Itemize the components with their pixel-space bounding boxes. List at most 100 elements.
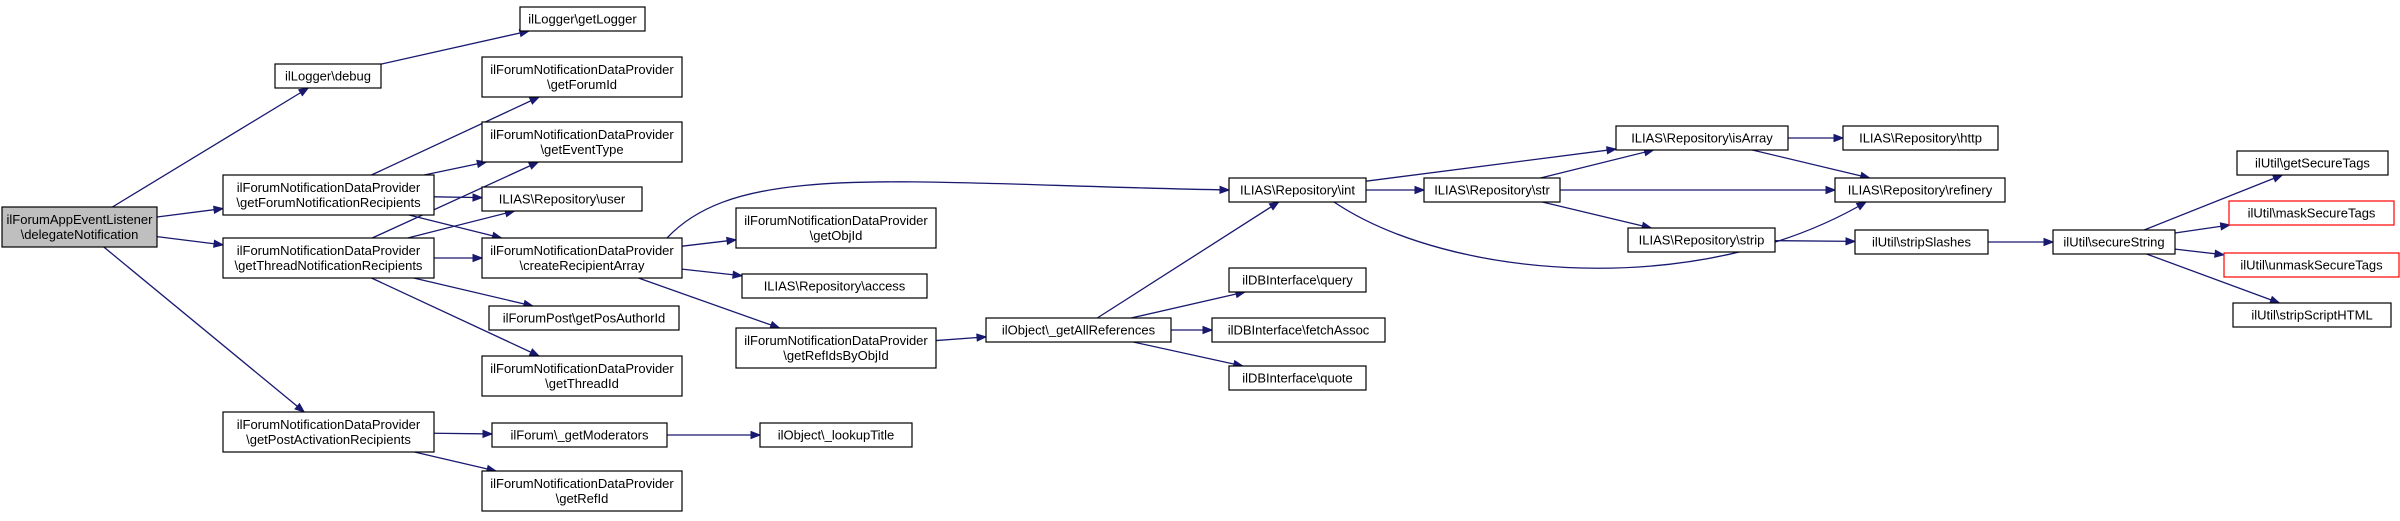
node-label-line: ilForumNotificationDataProvider (490, 476, 674, 491)
node-int[interactable]: ILIAS\Repository\int (1228, 177, 1367, 203)
node-box (481, 186, 643, 212)
edge-getThreadNotifRecip-to-getEventType (371, 161, 540, 239)
node-label-line: ILIAS\Repository\access (764, 279, 906, 294)
arrowhead (1825, 185, 1837, 195)
node-getLogger[interactable]: ilLogger\getLogger (519, 6, 646, 32)
node-getForumId[interactable]: ilForumNotificationDataProvider\getForum… (481, 56, 683, 98)
edge-int-to-isArray (1365, 146, 1618, 182)
node-getRefIdsByObjId[interactable]: ilForumNotificationDataProvider\getRefId… (735, 327, 937, 369)
node-box (2232, 302, 2392, 328)
node-label-line: ilForumNotificationDataProvider (237, 243, 421, 258)
node-root[interactable]: ilForumAppEventListener\delegateNotifica… (1, 206, 158, 248)
node-label-line: ilForumAppEventListener (7, 212, 154, 227)
node-getAllReferences[interactable]: ilObject\_getAllReferences (985, 317, 1172, 343)
node-label-line: ilForumNotificationDataProvider (490, 62, 674, 77)
node-label-line: ilForum\_getModerators (511, 428, 649, 443)
edge-getAllReferences-to-fetchAssoc (1171, 325, 1214, 335)
node-quote[interactable]: ilDBInterface\quote (1228, 365, 1367, 391)
node-box (481, 237, 683, 279)
node-getPostActRecip[interactable]: ilForumNotificationDataProvider\getPostA… (222, 411, 435, 453)
arrowhead (2269, 295, 2281, 304)
arrowhead (472, 253, 484, 263)
node-box (481, 355, 683, 397)
node-refinery[interactable]: ILIAS\Repository\refinery (1834, 177, 2006, 203)
node-box (2223, 252, 2400, 278)
node-stripScriptHTML[interactable]: ilUtil\stripScriptHTML (2232, 302, 2392, 328)
node-box (481, 121, 683, 163)
node-box (519, 6, 646, 32)
node-createRecipArray[interactable]: ilForumNotificationDataProvider\createRe… (481, 237, 683, 279)
node-label-line: ilUtil\unmaskSecureTags (2240, 258, 2383, 273)
node-box (1228, 267, 1367, 293)
node-label-line: \delegateNotification (21, 227, 139, 242)
edge-isArray-to-refinery (1752, 149, 1872, 180)
arrowhead (527, 161, 540, 170)
edge-createRecipArray-to-getRefIdsByObjId (638, 277, 781, 329)
node-box (222, 237, 435, 279)
edge-getForumNotifRecip-to-getEventType (424, 159, 488, 176)
edge-stripSlashes-to-secureString (1988, 237, 2055, 247)
node-unmaskSecureTags[interactable]: ilUtil\unmaskSecureTags (2223, 252, 2400, 278)
edge-createRecipArray-to-int (666, 181, 1231, 239)
node-user[interactable]: ILIAS\Repository\user (481, 186, 643, 212)
node-label-line: ILIAS\Repository\http (1859, 131, 1982, 146)
node-box (2236, 150, 2389, 176)
node-label-line: \getPostActivationRecipients (246, 432, 411, 447)
node-box (481, 56, 683, 98)
node-box (1211, 317, 1386, 343)
node-box (1228, 365, 1367, 391)
node-getThreadId[interactable]: ilForumNotificationDataProvider\getThrea… (481, 355, 683, 397)
edge-getForumNotifRecip-to-createRecipArray (408, 214, 503, 240)
arrowhead (1855, 201, 1868, 211)
node-getObjId[interactable]: ilForumNotificationDataProvider\getObjId (735, 207, 937, 249)
node-debug[interactable]: ilLogger\debug (274, 63, 382, 89)
node-label-line: \getThreadId (545, 376, 619, 391)
node-str[interactable]: ILIAS\Repository\str (1423, 177, 1561, 203)
node-label-line: \getForumNotificationRecipients (236, 195, 421, 210)
node-isArray[interactable]: ILIAS\Repository\isArray (1615, 125, 1789, 151)
node-strip[interactable]: ILIAS\Repository\strip (1627, 227, 1776, 253)
node-label-line: ilForumNotificationDataProvider (490, 127, 674, 142)
node-label-line: ilUtil\stripSlashes (1872, 235, 1971, 250)
node-lookupTitle[interactable]: ilObject\_lookupTitle (759, 422, 913, 448)
arrowhead (976, 333, 988, 342)
node-query[interactable]: ilDBInterface\query (1228, 267, 1367, 293)
node-box (1423, 177, 1561, 203)
node-label-line: ilForumNotificationDataProvider (237, 180, 421, 195)
node-getThreadNotifRecip[interactable]: ilForumNotificationDataProvider\getThrea… (222, 237, 435, 279)
node-stripSlashes[interactable]: ilUtil\stripSlashes (1854, 229, 1989, 255)
edge-int-to-str (1366, 185, 1426, 195)
edge-root-to-getPostActRecip (103, 246, 306, 413)
node-access[interactable]: ILIAS\Repository\access (741, 273, 928, 299)
node-fetchAssoc[interactable]: ilDBInterface\fetchAssoc (1211, 317, 1386, 343)
node-box (274, 63, 382, 89)
node-box (741, 273, 928, 299)
arrowhead (750, 430, 762, 440)
node-getModerators[interactable]: ilForum\_getModerators (491, 422, 668, 448)
edge-getRefIdsByObjId-to-getAllReferences (935, 333, 988, 342)
node-label-line: ilLogger\getLogger (528, 12, 637, 27)
node-label-line: ilForumNotificationDataProvider (744, 333, 928, 348)
node-label-line: \getRefIdsByObjId (783, 348, 889, 363)
edge-createRecipArray-to-access (681, 268, 744, 279)
arrowhead (294, 402, 306, 413)
node-label-line: \getEventType (540, 142, 623, 157)
arrowhead (732, 270, 744, 279)
node-getRefId[interactable]: ilForumNotificationDataProvider\getRefId (481, 470, 683, 512)
node-secureString[interactable]: ilUtil\secureString (2052, 229, 2176, 255)
node-box (1842, 125, 1999, 151)
node-http[interactable]: ILIAS\Repository\http (1842, 125, 1999, 151)
node-getSecureTags[interactable]: ilUtil\getSecureTags (2236, 150, 2389, 176)
node-label-line: ilUtil\secureString (2063, 235, 2164, 250)
node-getEventType[interactable]: ilForumNotificationDataProvider\getEvent… (481, 121, 683, 163)
node-label-line: \getRefId (556, 491, 609, 506)
edge-strip-to-stripSlashes (1774, 237, 1857, 246)
node-box (491, 422, 668, 448)
node-getPosAuthorId[interactable]: ilForumPost\getPosAuthorId (488, 305, 680, 331)
arrowhead (2214, 249, 2226, 258)
node-maskSecureTags[interactable]: ilUtil\maskSecureTags (2228, 200, 2395, 226)
edge-str-to-refinery (1560, 185, 1837, 195)
arrowhead (726, 236, 738, 246)
node-label-line: ILIAS\Repository\str (1434, 183, 1550, 198)
node-getForumNotifRecip[interactable]: ilForumNotificationDataProvider\getForum… (222, 174, 435, 216)
